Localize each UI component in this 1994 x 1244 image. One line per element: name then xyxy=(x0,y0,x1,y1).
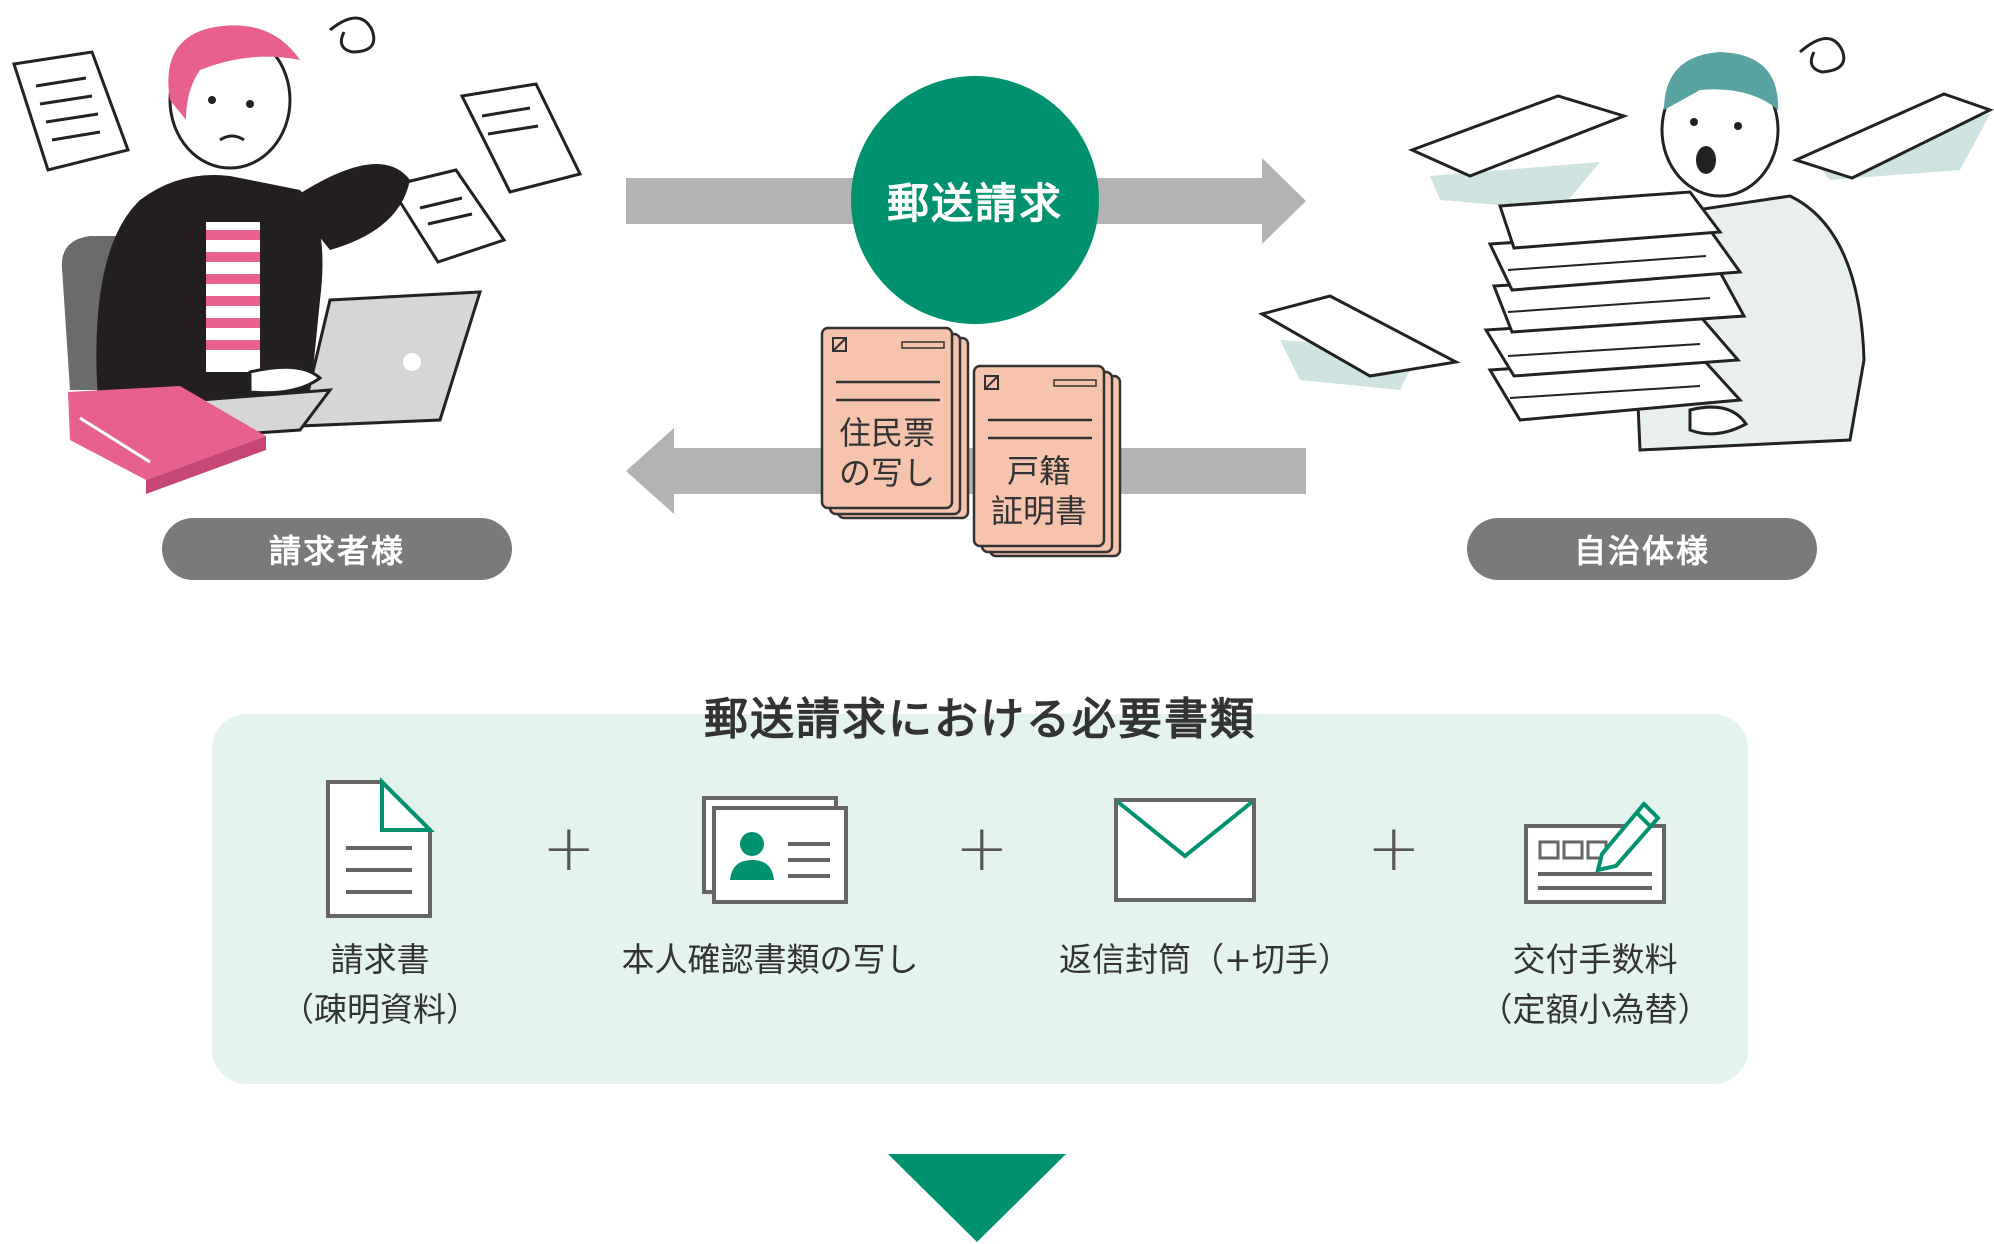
document-icon xyxy=(326,777,435,918)
postal-request-label: 郵送請求 xyxy=(851,76,1099,324)
item-fee-label: 交付手数料 （定額小為替） xyxy=(1445,935,1745,1035)
municipality-label: 自治体様 xyxy=(1467,518,1817,580)
requester-illustration xyxy=(12,16,583,494)
doc2-line1: 戸籍 xyxy=(1007,452,1071,490)
doc1-line1: 住民票 xyxy=(839,414,935,452)
required-documents-panel xyxy=(212,714,1748,1084)
down-arrow-icon xyxy=(888,1154,1066,1242)
plus-sign-2: + xyxy=(955,812,1009,886)
plus-sign-1: + xyxy=(542,812,596,886)
item4-line2: （定額小為替） xyxy=(1479,990,1711,1029)
resident-record-document: 住民票 の写し xyxy=(820,326,970,520)
id-card-icon xyxy=(702,796,848,904)
doc2-line2: 証明書 xyxy=(991,492,1087,530)
money-order-icon xyxy=(1524,801,1666,904)
item-return-envelope-label: 返信封筒（+切手） xyxy=(1040,935,1370,985)
item2-line1: 本人確認書類の写し xyxy=(621,940,919,979)
item1-line2: （疎明資料） xyxy=(281,990,479,1029)
item1-line1: 請求書 xyxy=(330,940,430,979)
requester-label: 請求者様 xyxy=(162,518,512,580)
municipality-staff-illustration xyxy=(1258,37,1994,452)
item-request-form-label: 請求書 （疎明資料） xyxy=(230,935,530,1035)
envelope-icon xyxy=(1114,798,1256,902)
required-documents-title: 郵送請求における必要書類 xyxy=(704,694,1256,745)
item3-line1: 返信封筒（+切手） xyxy=(1059,940,1351,979)
plus-sign-3: + xyxy=(1367,812,1421,886)
flow-diagram: 住民票 の写し 戸籍 証明書 xyxy=(12,16,1994,558)
doc1-line2: の写し xyxy=(839,454,935,492)
item4-line1: 交付手数料 xyxy=(1512,940,1678,979)
item-id-copy-label: 本人確認書類の写し xyxy=(590,935,950,985)
family-register-document: 戸籍 証明書 xyxy=(972,364,1122,558)
